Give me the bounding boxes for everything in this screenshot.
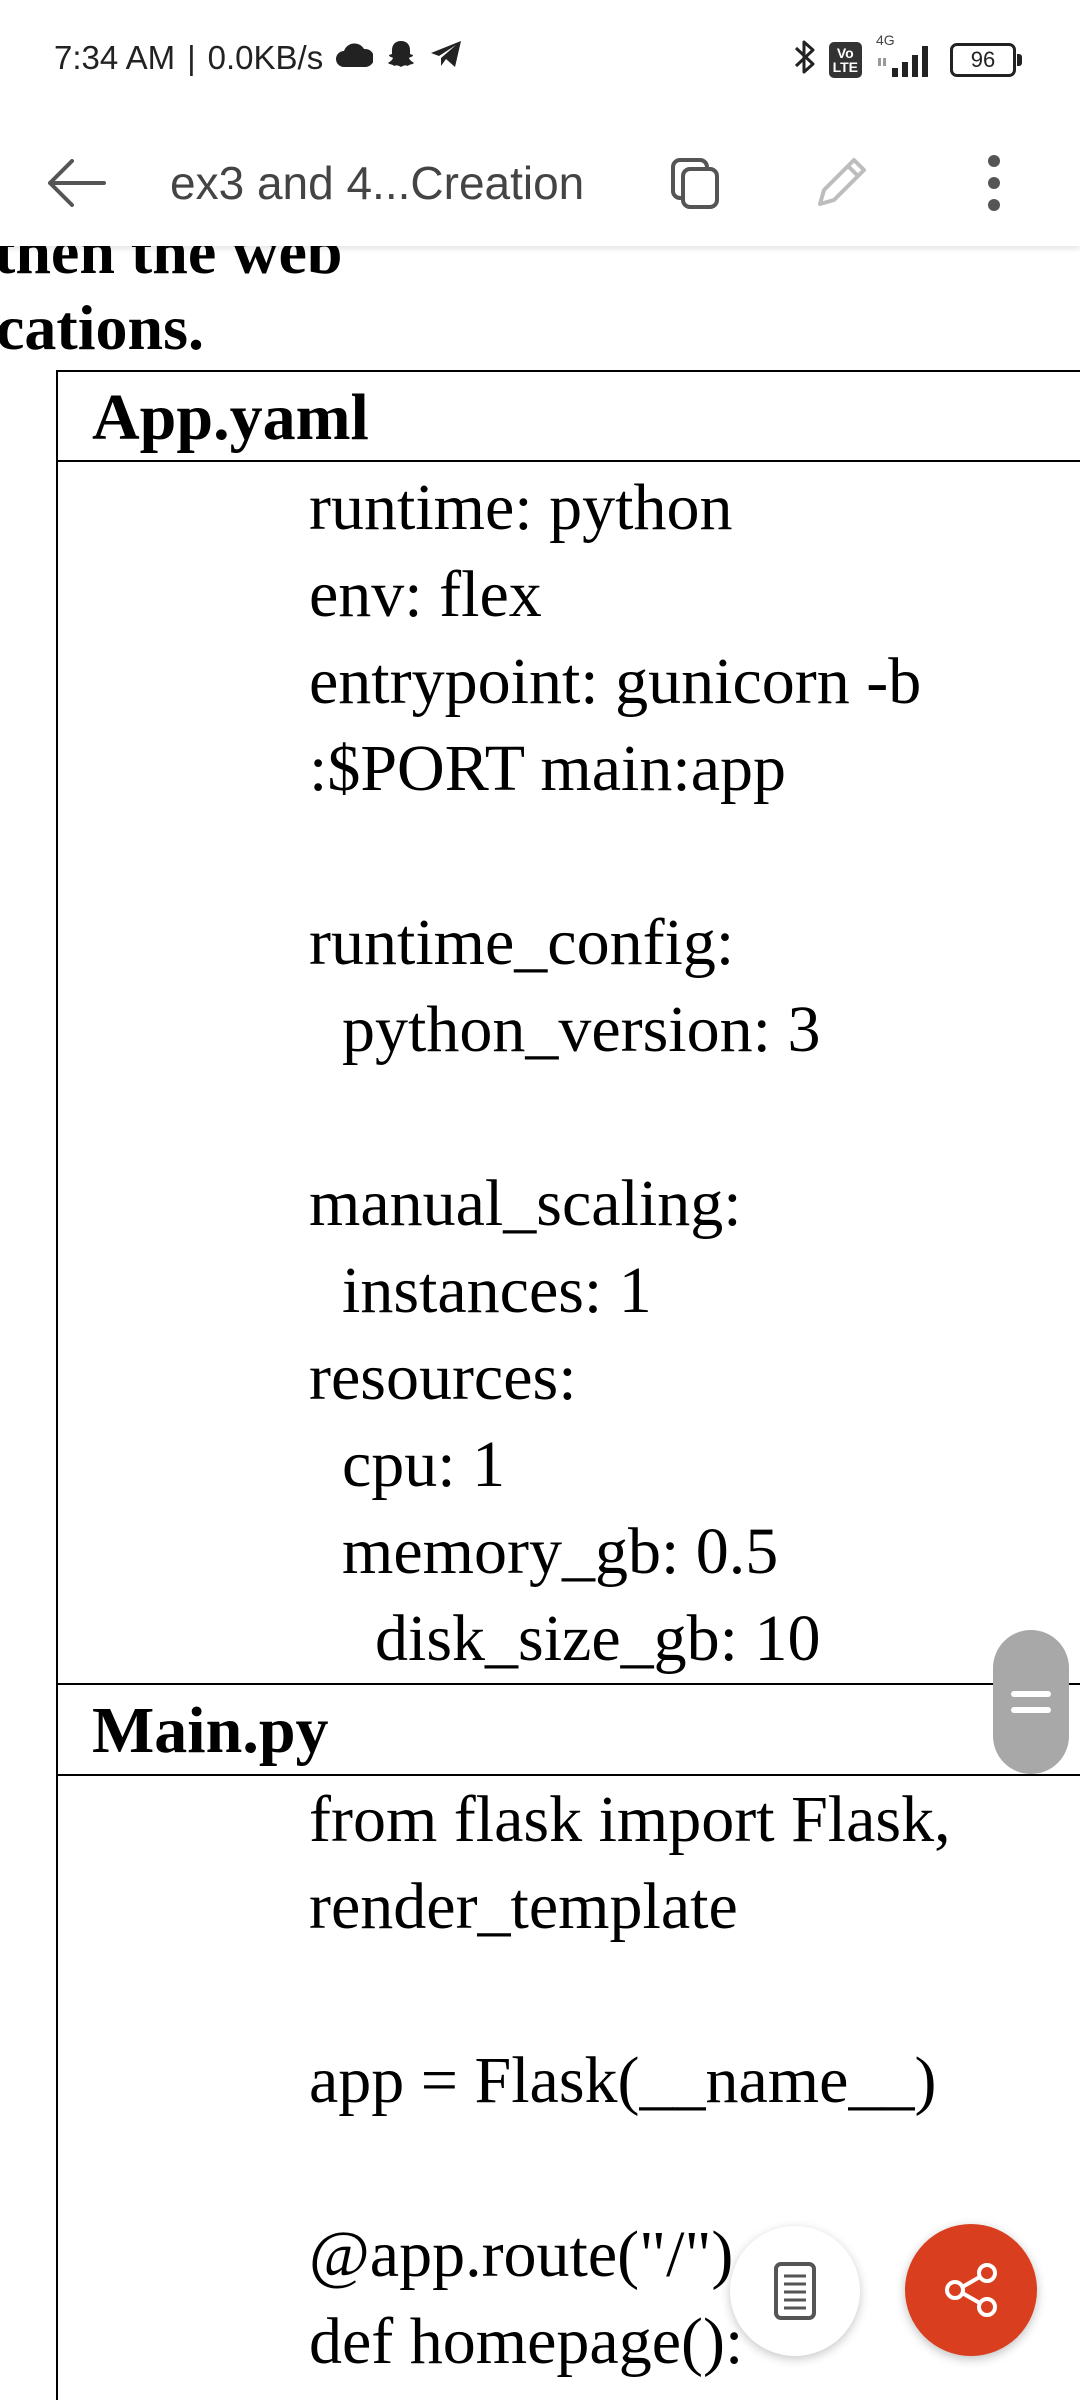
code-line: env: flex <box>309 558 542 631</box>
volte-badge: Vo LTE <box>828 41 862 78</box>
mobile-view-icon <box>774 2262 816 2320</box>
status-right-group: Vo LTE 4G 96 <box>793 32 1022 81</box>
document-toolbar: ex3 and 4...Creation <box>0 120 1080 246</box>
bluetooth-icon <box>793 38 817 81</box>
code-line: disk_size_gb: 10 <box>309 1602 821 1675</box>
code-line: :$PORT main:app <box>309 732 786 805</box>
cloud-icon <box>335 39 375 77</box>
section-title-main-py: Main.py <box>92 1694 329 1767</box>
status-time: 7:34 AM <box>54 39 176 76</box>
table-border-top <box>56 370 1080 372</box>
battery-indicator: 96 <box>950 42 1022 77</box>
snapchat-icon <box>385 38 417 78</box>
scroll-handle-grip <box>1011 1691 1051 1697</box>
share-button[interactable] <box>905 2224 1037 2356</box>
table-row-divider <box>56 1774 1080 1776</box>
code-line: entrypoint: gunicorn -b <box>309 645 922 718</box>
more-vertical-icon <box>988 155 1000 211</box>
pencil-icon <box>818 158 866 206</box>
code-line: @app.route("/") <box>309 2218 734 2291</box>
scroll-handle-grip <box>1011 1707 1051 1713</box>
table-border-left <box>56 370 58 2400</box>
code-line: runtime: python <box>309 471 733 544</box>
table-row-divider <box>56 460 1080 462</box>
code-line: app = Flask(__name__) <box>309 2044 937 2117</box>
table-row-divider <box>56 1683 1080 1685</box>
back-button[interactable] <box>30 137 122 229</box>
status-bar: 7:34 AM | 0.0KB/s Vo LTE <box>0 0 1080 120</box>
document-title[interactable]: ex3 and 4...Creation <box>170 157 585 209</box>
share-icon <box>945 2263 997 2317</box>
code-line: cpu: 1 <box>309 1428 506 1501</box>
telegram-icon <box>429 39 463 77</box>
code-line: def homepage(): <box>309 2305 744 2378</box>
status-separator: | <box>187 39 196 76</box>
copy-icon <box>671 158 719 209</box>
section-title-app-yaml: App.yaml <box>92 381 369 454</box>
code-line: python_version: 3 <box>309 993 821 1066</box>
code-line: render_template <box>309 1870 738 1943</box>
signal-4g-icon: 4G <box>874 32 938 80</box>
more-options-button[interactable] <box>948 137 1040 229</box>
code-line: runtime_config: <box>309 906 735 979</box>
code-line: from flask import Flask, <box>309 1783 951 1856</box>
edit-button[interactable] <box>795 137 887 229</box>
reading-mode-button[interactable] <box>730 2226 860 2356</box>
status-left-group: 7:34 AM | 0.0KB/s <box>54 38 463 78</box>
arrow-left-icon <box>48 159 106 207</box>
code-line: memory_gb: 0.5 <box>309 1515 779 1588</box>
status-net-speed: 0.0KB/s <box>207 39 324 76</box>
copy-button[interactable] <box>650 137 742 229</box>
fast-scroll-handle[interactable] <box>993 1630 1069 1774</box>
document-heading-line: cations. <box>0 292 204 363</box>
code-line: instances: 1 <box>309 1254 652 1327</box>
code-line: resources: <box>309 1341 577 1414</box>
code-line: manual_scaling: <box>309 1167 742 1240</box>
